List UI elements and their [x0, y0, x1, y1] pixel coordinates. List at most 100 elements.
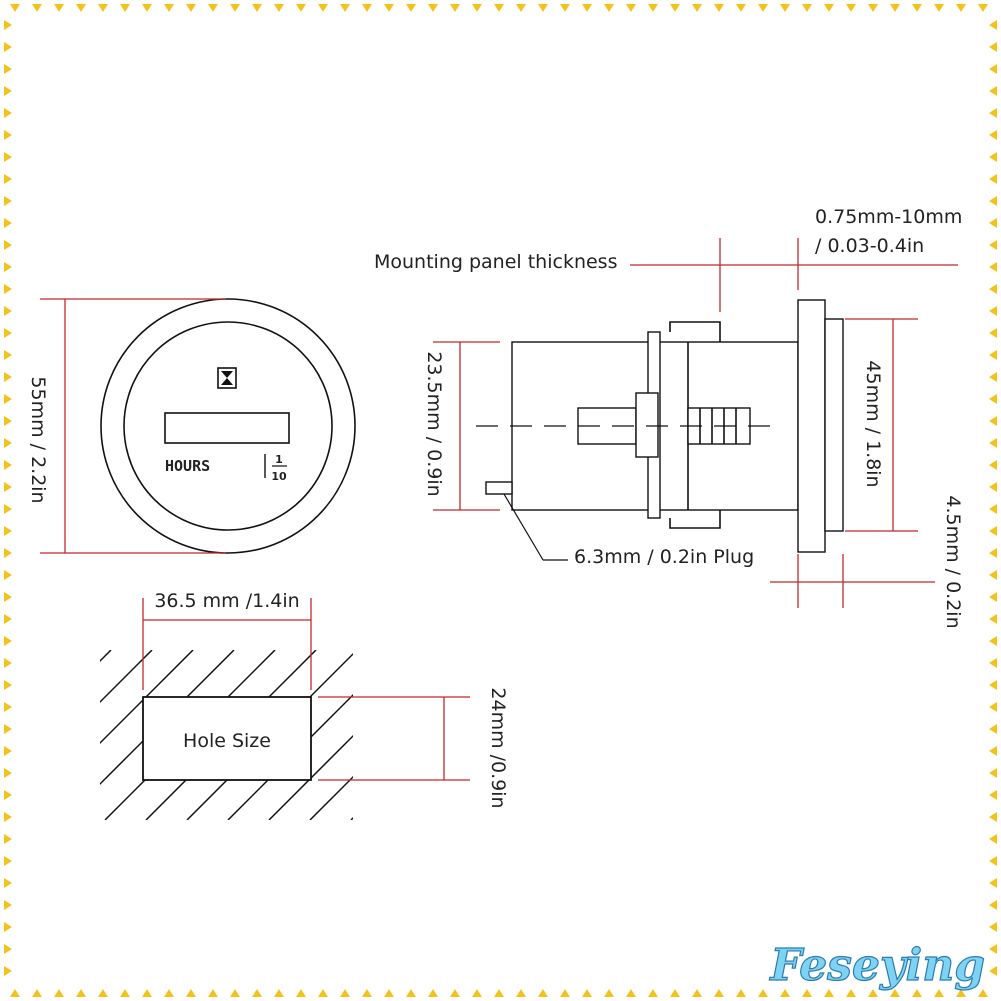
border-triangle — [989, 196, 997, 206]
border-triangle — [208, 4, 218, 12]
border-triangle — [989, 20, 997, 30]
border-triangle — [274, 989, 284, 997]
border-triangle — [4, 548, 12, 558]
border-triangle — [989, 86, 997, 96]
side-view: Mounting panel thickness 0.75mm-10mm / 0… — [374, 206, 964, 629]
border-triangle — [989, 306, 997, 316]
border-triangle — [296, 989, 306, 997]
border-triangle — [4, 20, 12, 30]
border-triangle — [989, 108, 997, 118]
border-triangle — [538, 989, 548, 997]
border-triangle — [494, 989, 504, 997]
border-triangle — [4, 812, 12, 822]
border-triangle — [4, 152, 12, 162]
border-triangle — [989, 548, 997, 558]
border-triangle — [472, 989, 482, 997]
flange-label: 4.5mm / 0.2in — [942, 495, 964, 628]
border-triangle — [230, 4, 240, 12]
border-triangle — [10, 4, 20, 12]
border-triangle — [428, 989, 438, 997]
border-triangle — [989, 328, 997, 338]
hole-size-view: Hole Size 36.5 mm /1.4in 24mm /0.9in — [100, 590, 509, 820]
border-triangle — [989, 416, 997, 426]
border-triangle — [4, 944, 12, 954]
border-triangle — [54, 989, 64, 997]
border-triangle — [989, 460, 997, 470]
border-triangle — [4, 284, 12, 294]
border-triangle — [186, 4, 196, 12]
border-triangle — [4, 878, 12, 888]
border-triangle — [494, 4, 504, 12]
border-triangle — [4, 570, 12, 580]
border-triangle — [989, 350, 997, 360]
border-triangle — [692, 4, 702, 12]
border-triangle — [956, 4, 966, 12]
border-triangle — [4, 702, 12, 712]
border-triangle — [989, 702, 997, 712]
border-triangle — [4, 328, 12, 338]
border-triangle — [4, 504, 12, 514]
hours-label: HOURS — [165, 457, 210, 475]
plug-leader — [503, 493, 544, 561]
border-triangle — [626, 989, 636, 997]
border-triangle — [4, 306, 12, 316]
border-triangle — [989, 438, 997, 448]
border-triangle — [4, 372, 12, 382]
inner-dial-circle — [123, 321, 333, 531]
border-triangle — [4, 42, 12, 52]
border-triangle — [318, 989, 328, 997]
border-triangle — [692, 989, 702, 997]
hourglass-icon — [217, 367, 237, 389]
border-triangle — [989, 42, 997, 52]
border-triangle — [736, 4, 746, 12]
border-triangle — [989, 966, 997, 976]
border-triangle — [142, 4, 152, 12]
front-bezel — [797, 299, 826, 553]
bracket-clip — [669, 321, 721, 529]
border-triangle — [32, 4, 42, 12]
border-triangle — [890, 4, 900, 12]
border-triangle — [4, 680, 12, 690]
border-triangle — [560, 989, 570, 997]
border-triangle — [868, 989, 878, 997]
border-triangle — [626, 4, 636, 12]
hole-rectangle — [142, 696, 312, 781]
border-triangle — [384, 4, 394, 12]
border-triangle — [4, 856, 12, 866]
border-triangle — [98, 989, 108, 997]
panel-thickness-in: / 0.03-0.4in — [815, 235, 924, 257]
border-triangle — [4, 526, 12, 536]
border-triangle — [989, 614, 997, 624]
hatch-line — [309, 775, 353, 820]
border-triangle — [4, 482, 12, 492]
border-triangle — [846, 4, 856, 12]
border-triangle — [252, 989, 262, 997]
border-triangle — [989, 812, 997, 822]
tenth-denominator: 10 — [271, 470, 287, 483]
border-triangle — [989, 262, 997, 272]
border-triangle — [120, 4, 130, 12]
tenth-numerator: 1 — [275, 453, 283, 466]
hole-width-label: 36.5 mm /1.4in — [154, 590, 299, 612]
border-triangle — [989, 834, 997, 844]
border-triangle — [208, 989, 218, 997]
border-triangle — [4, 614, 12, 624]
border-triangle — [824, 989, 834, 997]
plug-terminal — [485, 481, 513, 495]
border-triangle — [54, 4, 64, 12]
border-triangle — [802, 989, 812, 997]
border-triangle — [450, 989, 460, 997]
border-triangle — [989, 592, 997, 602]
border-triangle — [648, 4, 658, 12]
border-triangle — [989, 658, 997, 668]
hatch-line — [100, 650, 194, 745]
border-triangle — [4, 416, 12, 426]
border-triangle — [560, 4, 570, 12]
border-triangle — [604, 989, 614, 997]
border-triangle — [4, 350, 12, 360]
border-triangle — [4, 768, 12, 778]
border-triangle — [989, 680, 997, 690]
border-triangle — [989, 218, 997, 228]
border-triangle — [4, 460, 12, 470]
